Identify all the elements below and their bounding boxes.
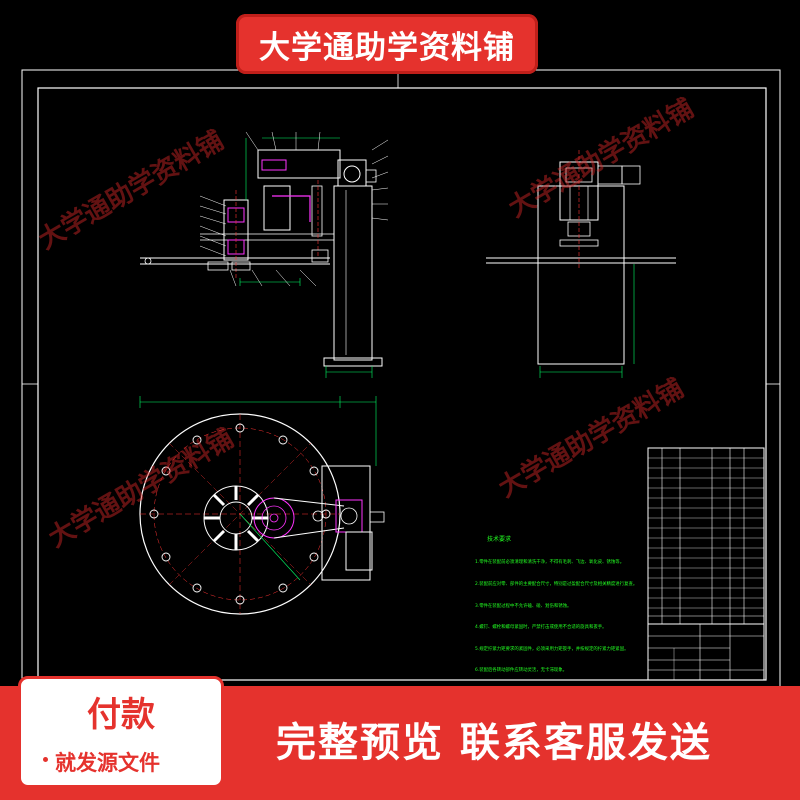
note-line: 4.螺钉、螺栓和螺母紧固时，严禁打击或使用不合适的旋具和扳手。 [475,625,607,631]
side-column [537,185,625,365]
top-view [139,396,385,615]
store-banner: 大学通助学资料铺 [236,14,538,74]
note-line: 1.零件在装配前必须清理和清洗干净，不得有毛刺、飞边、氧化皮、锈蚀等。 [475,560,625,566]
front-view [140,131,389,378]
title-block [647,623,765,681]
note-line: 6.装配后各转动部件应转动灵活，无卡滞现象。 [475,668,568,674]
technical-notes-title: 技术要求 [487,536,512,543]
side-view [486,150,676,378]
pay-subtitle: 就发源文件 [55,751,160,775]
store-name: 大学通助学资料铺 [259,29,515,66]
note-line: 5.规定拧紧力矩要求的紧固件，必须采用力矩扳手，并按规定的拧紧力矩紧固。 [475,646,629,652]
technical-notes: 1.零件在装配前必须清理和清洗干净，不得有毛刺、飞边、氧化皮、锈蚀等。 2.装配… [475,545,637,703]
pay-title: 付款 [87,695,155,735]
parts-list [647,447,765,625]
pay-card[interactable]: 付款 就发源文件 [18,676,224,788]
note-line: 3.零件在装配过程中不允许磕、碰、划伤和锈蚀。 [475,603,572,609]
note-line: 2.装配前应对零、部件的主要配合尺寸，特别是过盈配合尺寸及相关精度进行复查。 [475,582,638,588]
front-column [333,185,373,361]
bullet-dot [43,757,48,762]
bottom-banner-text: 完整预览 联系客服发送 [276,720,712,766]
